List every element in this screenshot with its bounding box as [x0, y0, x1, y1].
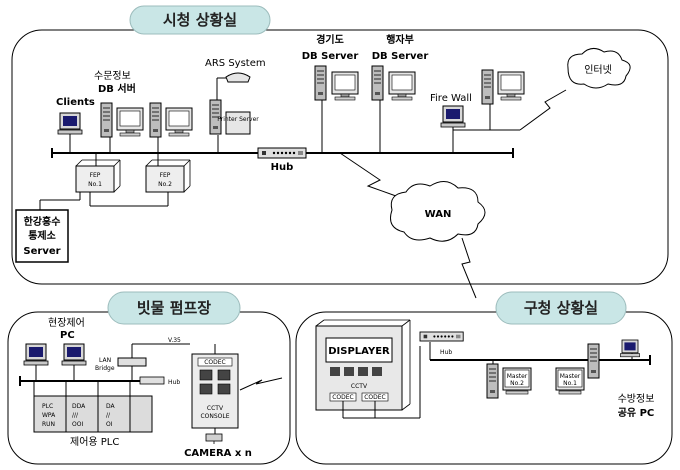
- internet-label: 인터넷: [584, 64, 612, 76]
- fep1-label-1: FEP: [90, 172, 101, 179]
- share-pc-label-2: 공유 PC: [618, 407, 655, 419]
- plc-col-5: ///: [72, 412, 79, 419]
- master2-label-2: No.2: [510, 380, 524, 387]
- pump-title: 빗물 펌프장: [137, 299, 211, 317]
- fep2-label-2: No.2: [158, 181, 172, 188]
- admin-label-2: DB Server: [372, 51, 429, 62]
- clients-pc: Clients: [56, 97, 95, 153]
- plc-col-8: //: [106, 412, 111, 419]
- fep-no1: FEP No.1: [75, 153, 121, 193]
- han-river-server: 한강홍수 통제소 Server: [15, 209, 69, 263]
- district-hub-label: Hub: [440, 349, 452, 356]
- pump-cctv-console: CODEC CCTV CONSOLE: [191, 344, 239, 434]
- plc-col-3: RUN: [42, 421, 55, 428]
- lan-bridge: [117, 343, 190, 381]
- hydro-label-1: 수문정보: [94, 70, 131, 82]
- fep1-label-2: No.1: [88, 181, 102, 188]
- han-label-1: 한강홍수: [24, 215, 61, 228]
- district-codec-1: CODEC: [332, 394, 354, 401]
- district-cctv-displayer: DISPLAYER CCTV CODEC CODEC: [315, 319, 421, 419]
- field-pc-1: [23, 343, 49, 381]
- hydro-db-server: 수문정보 DB 서버: [94, 70, 144, 153]
- master-no1-server: Master No.1: [555, 343, 600, 395]
- district-codec-2: CODEC: [364, 394, 386, 401]
- master-no2-server: Master No.2: [486, 360, 532, 399]
- camera-label: CAMERA x n: [184, 448, 252, 459]
- city-hall-room: 시청 상황실 Clients 수문정보 DB 서버 ARS Syste: [11, 5, 669, 285]
- internet-cloud: 인터넷: [567, 48, 631, 89]
- flood-info-share-pc: 수방정보 공유 PC: [618, 339, 655, 419]
- printer-label: Printer Server: [217, 116, 259, 123]
- firewall-label: Fire Wall: [430, 93, 472, 104]
- plc-label: 제어용 PLC: [70, 436, 119, 448]
- hydro-label-2: DB 서버: [98, 82, 136, 95]
- plc-col-2: WPA: [42, 412, 56, 419]
- pump-hub: Hub: [139, 376, 180, 386]
- district-room: 구청 상황실 DISPLAYER CCTV CODEC CODEC: [295, 291, 673, 465]
- v35-label: V.35: [168, 337, 181, 344]
- internet-gateway-server: [481, 69, 525, 130]
- gyeonggi-label-1: 경기도: [316, 33, 344, 46]
- master1-label-1: Master: [560, 373, 581, 380]
- plc-col-7: DA: [106, 403, 116, 410]
- plc-col-6: OOI: [72, 421, 83, 428]
- district-hub: Hub: [419, 331, 464, 360]
- plc-col-9: OI: [106, 421, 113, 428]
- pump-codec-label: CODEC: [204, 359, 226, 366]
- plc-col-1: PLC: [42, 403, 53, 410]
- district-title: 구청 상황실: [524, 299, 598, 317]
- clients-label: Clients: [56, 97, 95, 108]
- lan-bridge-label-1: LAN: [99, 357, 111, 364]
- fep-no2: FEP No.2: [145, 153, 191, 193]
- internet-link: [519, 89, 567, 131]
- pump-title-badge: 빗물 펌프장: [107, 291, 241, 325]
- fep2-label-1: FEP: [160, 172, 171, 179]
- wan-district-link: [461, 237, 477, 299]
- share-pc-label-1: 수방정보: [618, 393, 655, 405]
- admin-db-server: 행자부 DB Server: [371, 33, 429, 153]
- city-hub-label: Hub: [271, 162, 294, 173]
- city-wan-link: [339, 152, 397, 197]
- district-title-badge: 구청 상황실: [495, 291, 627, 325]
- plc-col-4: DDA: [72, 403, 86, 410]
- field-pc-label-2: PC: [60, 330, 75, 341]
- pump-district-link: [239, 377, 283, 391]
- pump-station-room: 빗물 펌프장 현장제어 PC LAN Bridge V.35 Hub: [7, 291, 291, 465]
- gyeonggi-label-2: DB Server: [302, 51, 359, 62]
- firewall: Fire Wall: [430, 93, 520, 153]
- ars-label: ARS System: [205, 58, 266, 69]
- field-pc-2: [61, 343, 87, 381]
- ars-system: ARS System Printer Server: [205, 58, 266, 153]
- telephone-icon: [216, 72, 251, 100]
- wan-label: WAN: [425, 209, 452, 220]
- wan-cloud: WAN: [390, 181, 486, 242]
- admin-label-1: 행자부: [386, 33, 414, 46]
- plc-racks: PLC WPA RUN DDA /// OOI DA // OI 제어용 PLC: [33, 381, 153, 448]
- han-label-2: 통제소: [28, 229, 56, 242]
- console-label-2: CONSOLE: [200, 413, 229, 420]
- city-hub: Hub: [257, 147, 307, 173]
- pump-hub-label: Hub: [168, 379, 180, 386]
- console-label-1: CCTV: [207, 405, 224, 412]
- master1-label-2: No.1: [563, 380, 577, 387]
- gyeonggi-db-server: 경기도 DB Server: [302, 33, 359, 153]
- han-label-3: Server: [23, 246, 60, 257]
- displayer-label: DISPLAYER: [328, 346, 390, 357]
- master2-label-1: Master: [507, 373, 528, 380]
- city-hall-title: 시청 상황실: [163, 11, 237, 29]
- district-cctv-label: CCTV: [351, 383, 368, 390]
- camera-icon: [205, 433, 223, 444]
- workstation-2: [149, 102, 193, 153]
- lan-bridge-label-2: Bridge: [95, 365, 115, 372]
- city-hall-title-badge: 시청 상황실: [129, 5, 271, 35]
- field-pc-label-1: 현장제어: [48, 317, 85, 329]
